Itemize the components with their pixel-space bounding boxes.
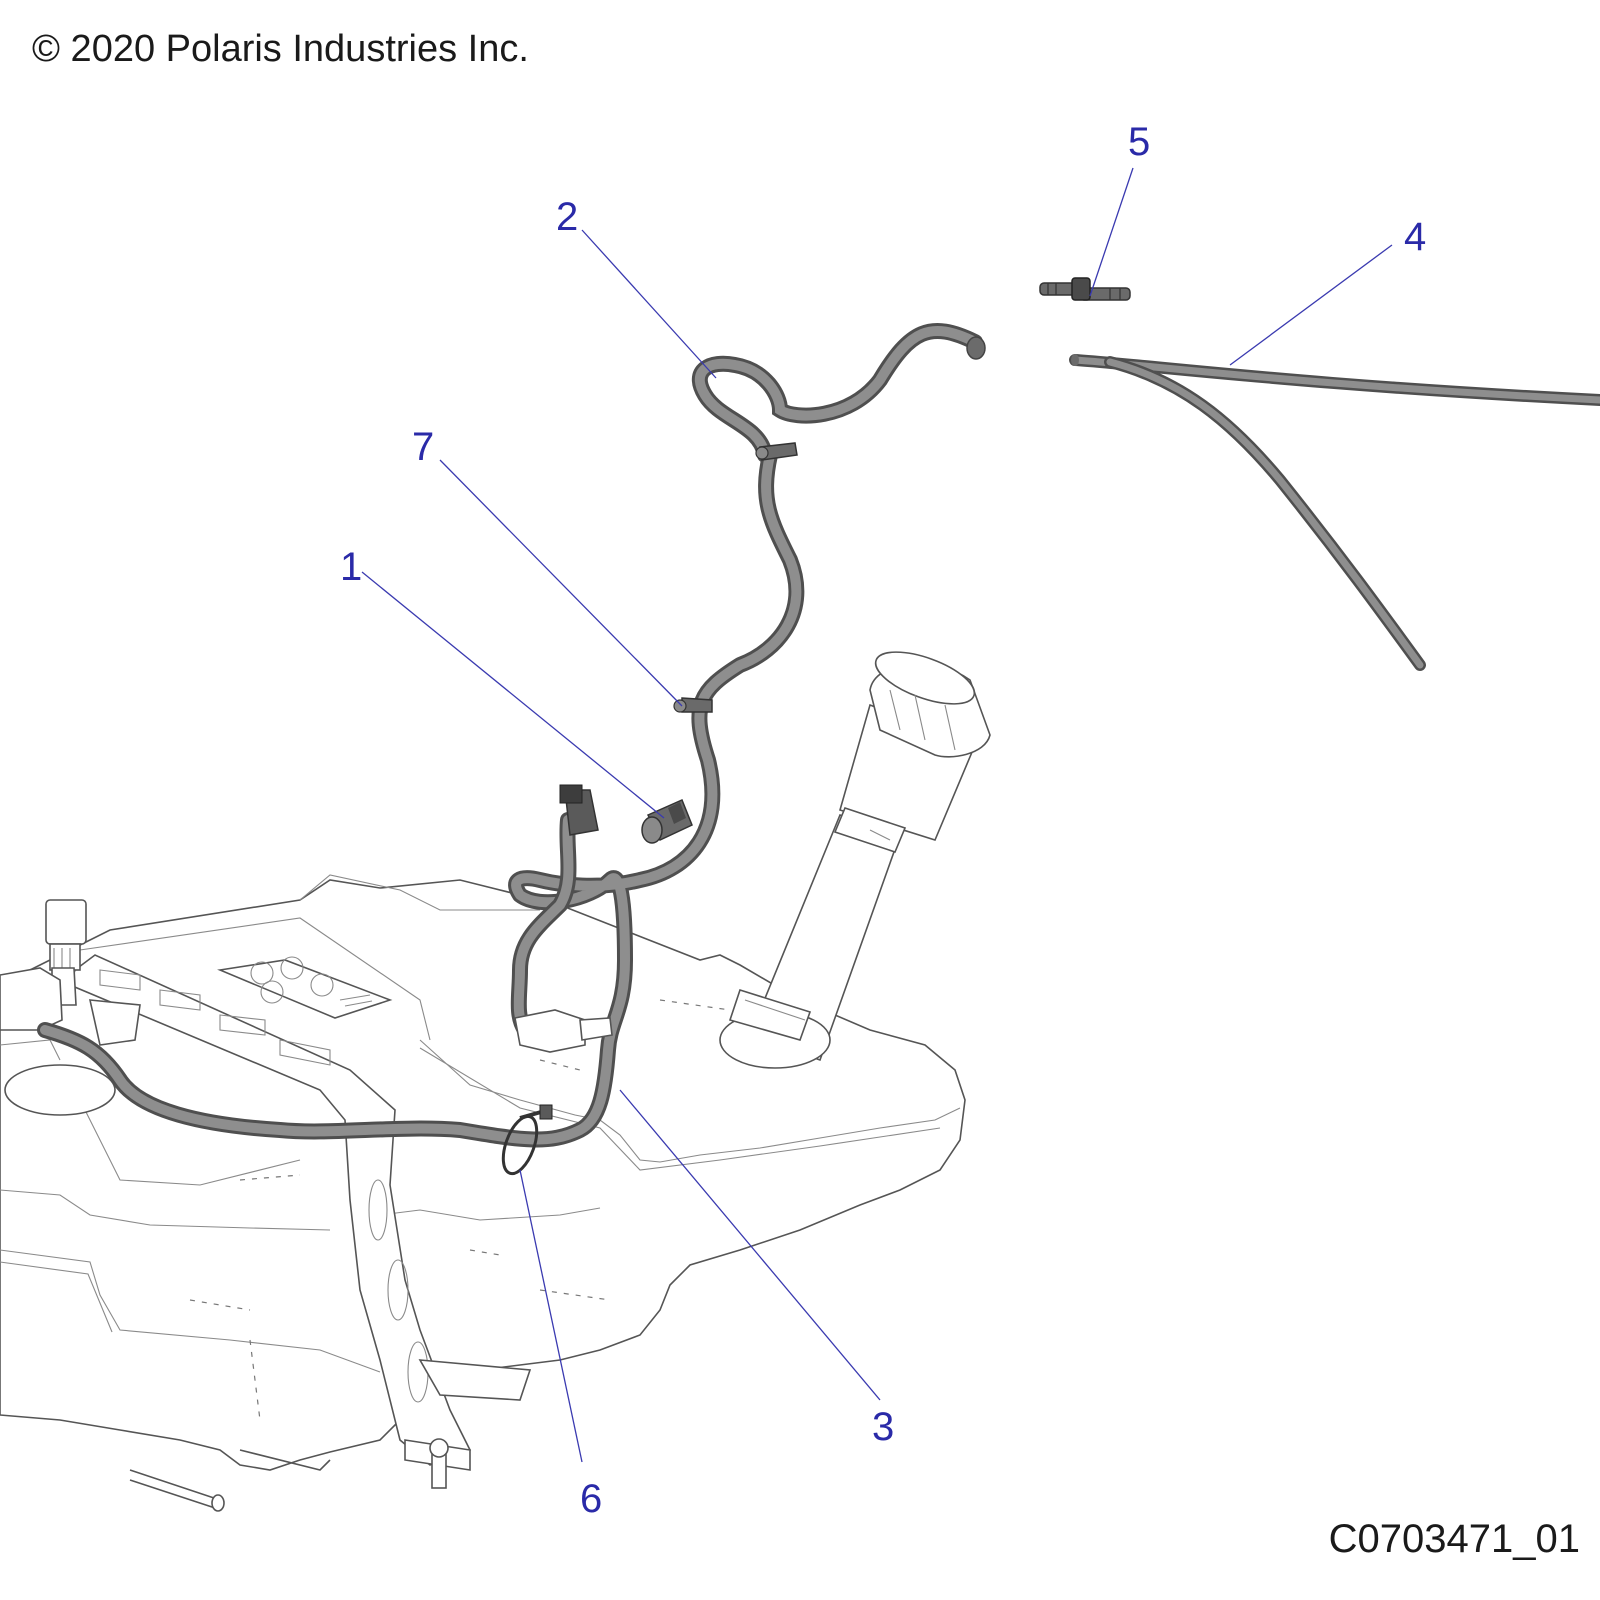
callout-labels: 1 2 3 4 5 6 7 xyxy=(340,120,1426,1521)
hose-clamp xyxy=(673,442,798,713)
callout-5: 5 xyxy=(1128,120,1150,164)
callout-2: 2 xyxy=(556,195,578,239)
callout-6: 6 xyxy=(580,1477,602,1521)
hose-connector xyxy=(1039,277,1131,301)
drawing-id: C0703471_01 xyxy=(1328,1517,1580,1561)
callout-leaders xyxy=(361,167,1393,1463)
tank-bottom-pipe xyxy=(129,1449,331,1512)
vent-hose-upper xyxy=(691,322,986,463)
callout-1: 1 xyxy=(340,545,362,589)
callout-4: 4 xyxy=(1404,215,1426,259)
vent-line-long xyxy=(1069,354,1600,671)
copyright-notice: © 2020 Polaris Industries Inc. xyxy=(32,28,529,70)
rollover-valve xyxy=(559,784,599,836)
pump-plate xyxy=(217,956,393,1019)
pump-connector xyxy=(0,899,141,1116)
vent-cap xyxy=(641,799,693,844)
tank-strap xyxy=(69,954,532,1489)
filler-neck xyxy=(719,651,991,1069)
vent-hose-lower xyxy=(37,447,805,1148)
callout-7: 7 xyxy=(412,425,434,469)
cable-tie xyxy=(501,1104,553,1176)
callout-3: 3 xyxy=(872,1405,894,1449)
valve-hose xyxy=(510,812,613,1053)
